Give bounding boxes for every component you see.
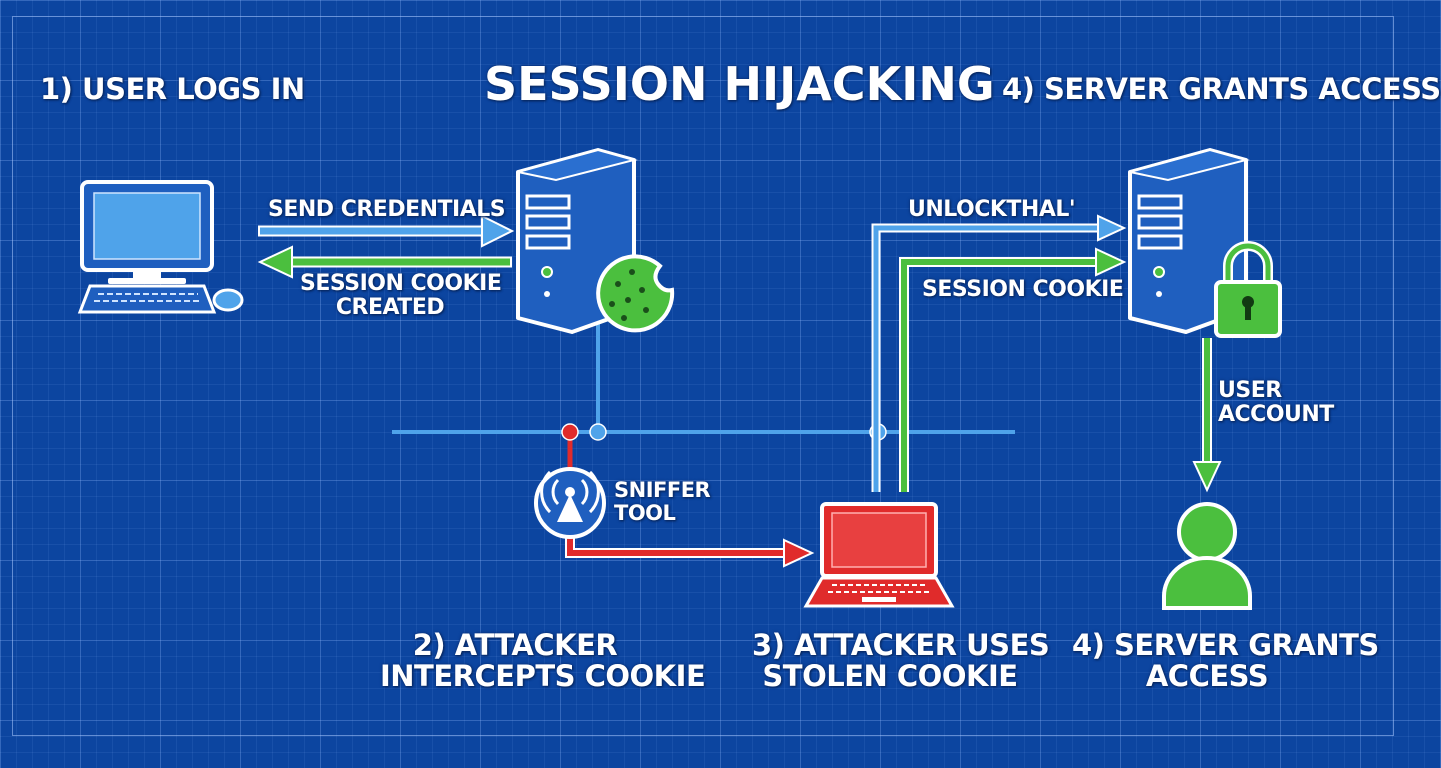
diagram-frame <box>12 16 1394 736</box>
sniffer-tool-line-1: SNIFFER <box>614 478 711 502</box>
session-cookie-created-line-1: SESSION COOKIE <box>300 271 502 296</box>
step-4-label: 4) SERVER GRANTS ACCESS <box>1072 628 1379 694</box>
cookie-icon <box>596 254 675 333</box>
unlock-label: UNLOCKTHAL' <box>908 197 1076 222</box>
session-cookie-created-arrow <box>257 245 512 279</box>
step-4-header-label: 4) SERVER GRANTS ACCESS <box>1002 72 1441 106</box>
session-cookie-created-label: SESSION COOKIE CREATED <box>300 271 502 320</box>
step-3-line-2: STOLEN COOKIE <box>762 659 1018 694</box>
wifi-antenna-icon <box>534 467 606 539</box>
sniffer-red-path <box>561 423 815 568</box>
step-1-label: 1) USER LOGS IN <box>40 72 305 106</box>
unlock-path-arrow <box>871 214 1127 492</box>
user-account-label: USER ACCOUNT <box>1218 379 1334 427</box>
step-4-line-2: ACCESS <box>1145 659 1269 694</box>
laptop-icon <box>803 502 955 608</box>
user-account-arrow <box>1192 338 1222 493</box>
sniffer-tool-line-2: TOOL <box>614 500 676 525</box>
send-credentials-label: SEND CREDENTIALS <box>268 197 506 222</box>
step-2-line-2: INTERCEPTS COOKIE <box>380 659 706 694</box>
session-cookie-created-line-2: CREATED <box>335 294 445 320</box>
send-credentials-arrow <box>258 214 515 248</box>
step-3-label: 3) ATTACKER USES STOLEN COOKIE <box>752 628 1050 694</box>
user-account-line-2: ACCOUNT <box>1218 401 1334 427</box>
padlock-icon <box>1214 241 1282 338</box>
network-bus <box>392 322 1015 441</box>
step-2-line-1: 2) ATTACKER <box>412 628 618 662</box>
diagram-canvas <box>77 148 1282 610</box>
user-person-icon <box>1162 502 1252 610</box>
user-account-line-1: USER <box>1218 378 1282 403</box>
page-title: SESSION HIJACKING <box>484 57 995 111</box>
stolen-cookie-path-arrow <box>899 247 1127 492</box>
step-2-label: 2) ATTACKER INTERCEPTS COOKIE <box>380 628 706 694</box>
sniffer-tool-label: SNIFFER TOOL <box>614 478 711 525</box>
step-3-line-1: 3) ATTACKER USES <box>752 628 1050 662</box>
session-cookie-label: SESSION COOKIE <box>922 277 1124 302</box>
desktop-computer-icon <box>77 180 244 314</box>
step-4-line-1: 4) SERVER GRANTS <box>1072 628 1379 662</box>
